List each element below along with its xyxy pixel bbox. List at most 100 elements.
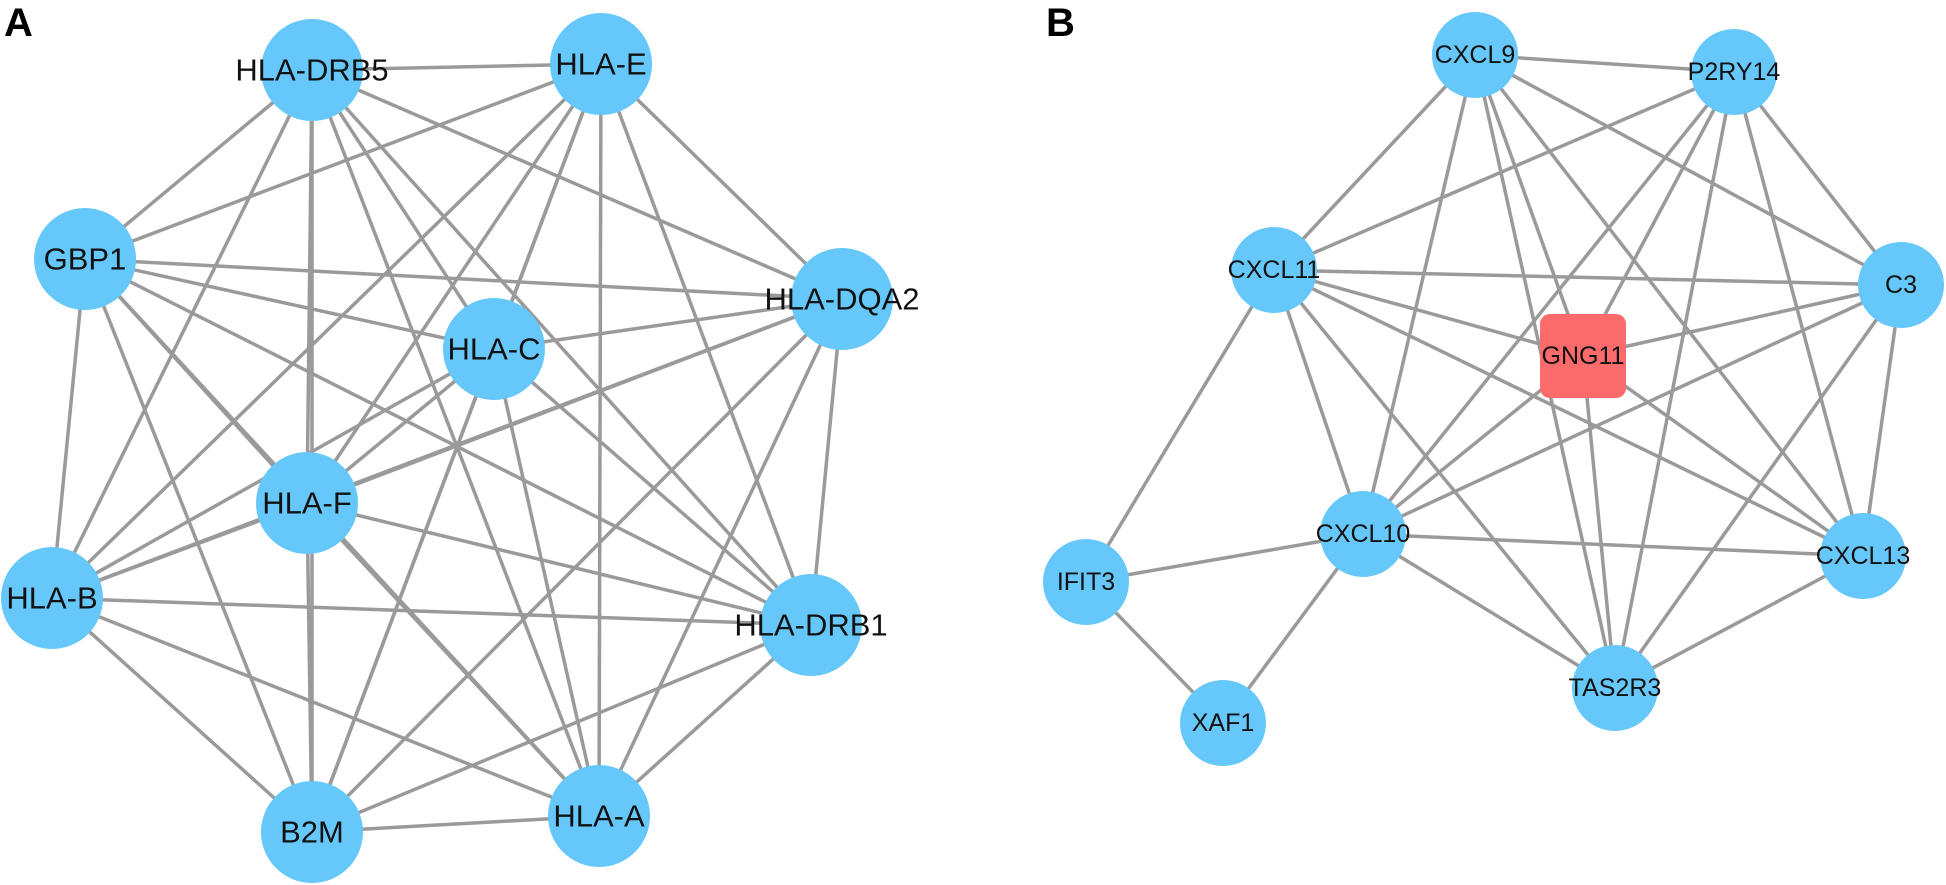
edge-gbp1-hla-drb1 xyxy=(84,257,812,627)
edge-cxcl11-gng11 xyxy=(1273,268,1584,358)
node-hla-dqa2[interactable]: HLA-DQA2 xyxy=(764,248,920,350)
node-label: HLA-C xyxy=(447,332,540,367)
edge-gbp1-hla-b xyxy=(50,258,87,599)
node-tas2r3[interactable]: TAS2R3 xyxy=(1569,645,1662,731)
edge-cxcl11-tas2r3 xyxy=(1272,268,1617,690)
edge-c3-cxcl13 xyxy=(1861,284,1903,557)
node-circle xyxy=(256,452,358,554)
node-hla-drb5[interactable]: HLA-DRB5 xyxy=(235,19,389,121)
node-label: XAF1 xyxy=(1192,709,1255,737)
node-ifit3[interactable]: IFIT3 xyxy=(1043,539,1129,625)
node-square xyxy=(1540,314,1626,398)
node-circle xyxy=(791,248,893,350)
node-label: HLA-A xyxy=(553,799,645,834)
node-circle xyxy=(550,13,652,115)
node-circle xyxy=(1572,645,1658,731)
edge-gbp1-hla-c xyxy=(84,257,495,351)
node-b2m[interactable]: B2M xyxy=(261,781,363,883)
node-cxcl11[interactable]: CXCL11 xyxy=(1228,227,1321,313)
edge-p2ry14-cxcl11 xyxy=(1273,70,1735,272)
node-circle xyxy=(1858,242,1944,328)
node-circle xyxy=(443,298,545,400)
edge-hla-c-hla-a xyxy=(492,348,601,817)
edge-c3-cxcl10 xyxy=(1362,283,1902,536)
node-circle xyxy=(1432,12,1518,98)
edge-hla-e-hla-drb1 xyxy=(599,63,813,626)
edge-p2ry14-cxcl13 xyxy=(1732,71,1865,557)
node-circle xyxy=(1691,29,1777,115)
edge-c3-gng11 xyxy=(1582,283,1902,358)
panel-b-label: B xyxy=(1046,1,1075,45)
node-label: B2M xyxy=(280,815,344,850)
node-label: HLA-DRB5 xyxy=(235,53,388,88)
node-circle xyxy=(548,765,650,867)
node-gbp1[interactable]: GBP1 xyxy=(34,208,136,310)
node-label: CXCL13 xyxy=(1816,542,1911,570)
panel-a-label: A xyxy=(4,1,33,45)
node-hla-drb1[interactable]: HLA-DRB1 xyxy=(734,574,888,676)
node-label: HLA-F xyxy=(262,486,352,521)
edge-gng11-tas2r3 xyxy=(1581,355,1617,689)
node-hla-f[interactable]: HLA-F xyxy=(256,452,358,554)
edge-p2ry14-tas2r3 xyxy=(1613,71,1736,689)
edge-cxcl9-cxcl11 xyxy=(1272,53,1477,272)
edge-hla-e-gbp1 xyxy=(84,62,602,261)
node-label: P2RY14 xyxy=(1688,58,1781,86)
node-cxcl13[interactable]: CXCL13 xyxy=(1816,513,1911,599)
node-hla-c[interactable]: HLA-C xyxy=(443,298,545,400)
node-label: CXCL10 xyxy=(1316,520,1411,548)
node-label: CXCL9 xyxy=(1435,41,1516,69)
edge-p2ry14-c3 xyxy=(1732,70,1903,287)
edge-hla-c-b2m xyxy=(310,348,496,833)
edge-hla-drb5-hla-a xyxy=(310,69,601,817)
edge-hla-f-hla-drb1 xyxy=(306,501,812,627)
edge-gng11-cxcl13 xyxy=(1581,354,1865,558)
edge-hla-b-hla-drb1 xyxy=(51,596,812,627)
edge-layer xyxy=(50,62,844,834)
edge-hla-c-hla-drb1 xyxy=(492,347,813,627)
node-hla-e[interactable]: HLA-E xyxy=(550,13,652,115)
edge-gbp1-b2m xyxy=(83,258,314,833)
node-circle xyxy=(1,547,103,649)
edge-cxcl9-cxcl10 xyxy=(1361,54,1477,535)
node-xaf1[interactable]: XAF1 xyxy=(1180,680,1266,766)
edge-gbp1-hla-dqa2 xyxy=(84,257,843,301)
node-circle xyxy=(261,781,363,883)
edge-cxcl11-cxcl10 xyxy=(1272,269,1365,535)
edge-hla-drb5-hla-b xyxy=(50,69,314,599)
edge-hla-dqa2-hla-drb1 xyxy=(809,298,844,626)
node-label: C3 xyxy=(1885,271,1917,299)
node-circle xyxy=(760,574,862,676)
edge-hla-drb5-hla-dqa2 xyxy=(311,68,843,301)
node-p2ry14[interactable]: P2RY14 xyxy=(1688,29,1781,115)
edge-hla-dqa2-b2m xyxy=(310,297,844,834)
edge-cxcl9-gng11 xyxy=(1473,54,1585,357)
edge-hla-drb5-hla-c xyxy=(310,69,496,350)
node-gng11[interactable]: GNG11 xyxy=(1540,314,1626,398)
node-c3[interactable]: C3 xyxy=(1858,242,1944,328)
edge-p2ry14-gng11 xyxy=(1581,71,1736,357)
node-circle xyxy=(1320,491,1406,577)
edge-hla-e-hla-f xyxy=(305,63,603,504)
node-circle xyxy=(34,208,136,310)
node-cxcl9[interactable]: CXCL9 xyxy=(1432,12,1518,98)
node-label: HLA-DQA2 xyxy=(764,282,919,317)
node-hla-b[interactable]: HLA-B xyxy=(1,547,103,649)
edge-cxcl11-ifit3 xyxy=(1084,269,1276,583)
node-label: IFIT3 xyxy=(1057,568,1115,596)
node-hla-a[interactable]: HLA-A xyxy=(548,765,650,867)
edge-c3-tas2r3 xyxy=(1613,283,1903,690)
edge-cxcl10-cxcl13 xyxy=(1362,532,1864,558)
edge-hla-e-hla-dqa2 xyxy=(599,62,844,301)
node-circle xyxy=(1231,227,1317,313)
edge-hla-b-b2m xyxy=(50,596,314,834)
node-label: TAS2R3 xyxy=(1569,674,1662,702)
node-cxcl10[interactable]: CXCL10 xyxy=(1316,491,1411,577)
edge-cxcl11-c3 xyxy=(1273,268,1902,287)
edge-hla-dqa2-hla-c xyxy=(493,297,843,351)
